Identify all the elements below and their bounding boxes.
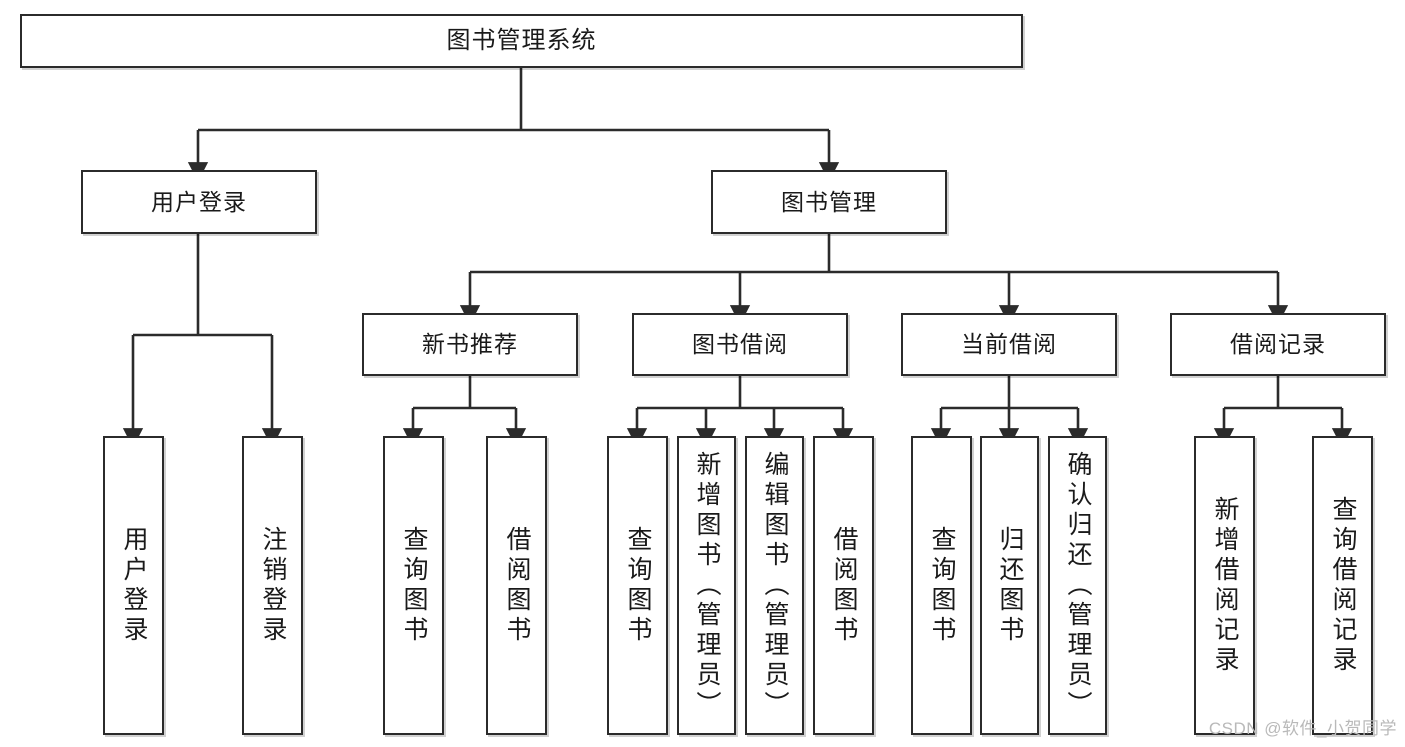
node-leaf-query-borrow-record-label: 查询借阅记录 (1329, 495, 1357, 676)
node-leaf-logout-login-label: 注销登录 (259, 525, 287, 646)
node-leaf-query-book-3-label: 查询图书 (928, 525, 956, 646)
node-leaf-add-borrow-record-label: 新增借阅记录 (1211, 495, 1239, 676)
node-leaf-borrow-book-1-label: 借阅图书 (503, 525, 531, 646)
node-leaf-query-book-1-label: 查询图书 (400, 525, 428, 646)
node-root-label: 图书管理系统 (446, 27, 597, 54)
node-root[interactable]: 图书管理系统 (20, 14, 1023, 68)
node-book-management[interactable]: 图书管理 (711, 170, 947, 234)
node-book-management-label: 图书管理 (781, 188, 877, 215)
node-book-borrow-label: 图书借阅 (692, 331, 788, 358)
node-book-borrow[interactable]: 图书借阅 (632, 313, 848, 376)
node-leaf-query-book-2-label: 查询图书 (624, 525, 652, 646)
node-leaf-return-book[interactable]: 归还图书 (980, 436, 1039, 735)
node-leaf-confirm-return-admin-label: 确认归还（管理员） (1064, 450, 1092, 721)
node-current-borrow-label: 当前借阅 (961, 331, 1057, 358)
node-leaf-borrow-book-2[interactable]: 借阅图书 (813, 436, 874, 735)
node-leaf-borrow-book-2-label: 借阅图书 (830, 525, 858, 646)
node-borrow-record-label: 借阅记录 (1230, 331, 1326, 358)
watermark-text: CSDN @软件_小贺同学 (1208, 719, 1397, 738)
node-leaf-query-book-3[interactable]: 查询图书 (911, 436, 972, 735)
node-leaf-add-book-admin-label: 新增图书（管理员） (693, 450, 721, 721)
node-leaf-confirm-return-admin[interactable]: 确认归还（管理员） (1048, 436, 1107, 735)
node-new-book-recommend[interactable]: 新书推荐 (362, 313, 578, 376)
node-leaf-return-book-label: 归还图书 (996, 525, 1024, 646)
node-leaf-edit-book-admin[interactable]: 编辑图书（管理员） (745, 436, 804, 735)
node-user-login-label: 用户登录 (151, 188, 247, 215)
node-leaf-logout-login[interactable]: 注销登录 (242, 436, 303, 735)
node-leaf-add-borrow-record[interactable]: 新增借阅记录 (1194, 436, 1255, 735)
node-new-book-recommend-label: 新书推荐 (422, 331, 518, 358)
node-leaf-borrow-book-1[interactable]: 借阅图书 (486, 436, 547, 735)
node-leaf-user-login-label: 用户登录 (120, 525, 148, 646)
node-leaf-edit-book-admin-label: 编辑图书（管理员） (761, 450, 789, 721)
node-leaf-query-borrow-record[interactable]: 查询借阅记录 (1312, 436, 1373, 735)
node-leaf-query-book-1[interactable]: 查询图书 (383, 436, 444, 735)
node-current-borrow[interactable]: 当前借阅 (901, 313, 1117, 376)
node-leaf-add-book-admin[interactable]: 新增图书（管理员） (677, 436, 736, 735)
node-leaf-query-book-2[interactable]: 查询图书 (607, 436, 668, 735)
node-borrow-record[interactable]: 借阅记录 (1170, 313, 1386, 376)
node-user-login[interactable]: 用户登录 (81, 170, 317, 234)
node-leaf-user-login[interactable]: 用户登录 (103, 436, 164, 735)
